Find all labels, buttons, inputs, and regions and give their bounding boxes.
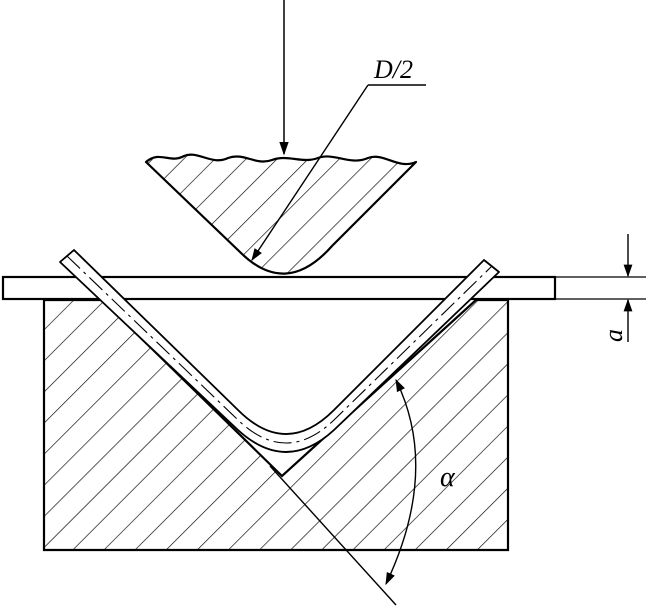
angle-label: α [440, 462, 456, 493]
angle-arc [385, 378, 417, 586]
punch [144, 153, 418, 275]
radius-label: D/2 [373, 55, 413, 84]
sheet-centerline [66, 255, 493, 444]
radius-leader-line [251, 84, 369, 262]
angle-reference-line [269, 465, 397, 606]
die-block [42, 298, 510, 552]
thickness-label: a [599, 329, 628, 342]
workpiece-strip [1, 275, 557, 301]
bent-sheet [59, 249, 500, 453]
